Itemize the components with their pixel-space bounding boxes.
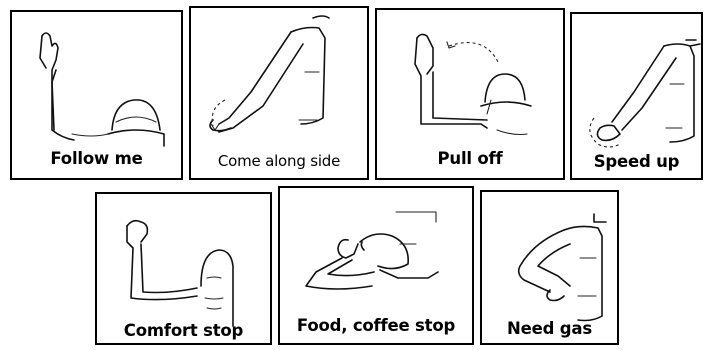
signal-caption: Speed up	[572, 152, 701, 171]
signal-card-need-gas: Need gas	[480, 190, 619, 345]
signal-card-food-coffee-stop: Food, coffee stop	[278, 186, 474, 345]
signal-card-come-along-side: Come along side	[189, 6, 369, 180]
signal-caption: Pull off	[377, 149, 563, 168]
signal-card-pull-off: Pull off	[375, 8, 565, 180]
signal-card-comfort-stop: Comfort stop	[95, 192, 272, 345]
signal-card-follow-me: Follow me	[10, 10, 183, 180]
signal-caption: Need gas	[482, 319, 617, 338]
signal-card-speed-up: Speed up	[570, 12, 703, 180]
signal-caption: Come along side	[191, 152, 367, 170]
signal-caption: Food, coffee stop	[280, 316, 472, 335]
signal-caption: Follow me	[12, 149, 181, 168]
signal-caption: Comfort stop	[97, 321, 270, 340]
